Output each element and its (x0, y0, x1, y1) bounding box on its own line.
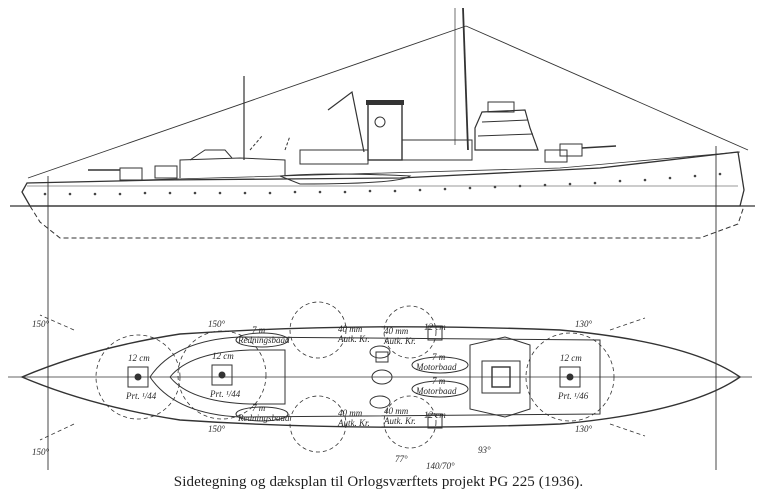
gun-label-12cm-3: 12 cm (560, 353, 582, 363)
ship-technical-drawing: 150° 150° 150° 150° 130° 130° 77° 93° 14… (8, 7, 755, 470)
boat-label-motor-2: Motorbaad (415, 386, 457, 396)
arc-label-140-70: 140/70° (426, 461, 455, 470)
aa-label-mount-4: Autk. Kr. (383, 416, 416, 426)
aa-label-mount-1: Autk. Kr. (337, 334, 370, 344)
boat-label-7m-4: 7 m (432, 376, 446, 386)
boat-label-7m-1: 7 m (252, 325, 266, 335)
aa-label-mount-3: Autk. Kr. (337, 418, 370, 428)
boat-label-7m-2: 7 m (252, 403, 266, 413)
arc-label-93: 93° (478, 445, 491, 455)
gun-label-prt-3: Prt. ¹/46 (557, 391, 589, 401)
gun-label-prt-1: Prt. ¹/44 (125, 391, 157, 401)
gun-label-prt-2: Prt. ¹/44 (209, 389, 241, 399)
aa-label-40mm-4: 40 mm (384, 406, 409, 416)
arc-label-150-aft-lower: 150° (32, 447, 50, 457)
aa-label-40mm-3: 40 mm (338, 408, 363, 418)
gun-label-12cm-4: 12 cm (424, 322, 446, 332)
arc-label-130-fwd-lower: 130° (575, 424, 593, 434)
deck-plan (8, 301, 752, 453)
portholes (43, 172, 722, 196)
arc-label-150-q2: 150° (208, 424, 226, 434)
arc-label-150-aft: 150° (32, 319, 50, 329)
gun-label-12cm-2: 12 cm (212, 351, 234, 361)
boat-label-motor-1: Motorbaad (415, 362, 457, 372)
boat-label-redning-1: Redningsbaad (237, 335, 290, 345)
figure-caption: Sidetegning og dæksplan til Orlogsværfte… (173, 474, 584, 490)
aa-label-mount-2: Autk. Kr. (383, 336, 416, 346)
side-elevation (10, 7, 755, 239)
boat-label-7m-3: 7 m (432, 352, 446, 362)
arc-label-77: 77° (395, 454, 408, 464)
aa-label-40mm-1: 40 mm (338, 324, 363, 334)
gun-label-12cm-1: 12 cm (128, 353, 150, 363)
aa-label-40mm-2: 40 mm (384, 326, 409, 336)
arc-label-130-fwd: 130° (575, 319, 593, 329)
boat-label-redning-2: Redningsbaad (237, 413, 290, 423)
arc-label-150-q1: 150° (208, 319, 226, 329)
gun-label-12cm-5: 12 cm (424, 410, 446, 420)
